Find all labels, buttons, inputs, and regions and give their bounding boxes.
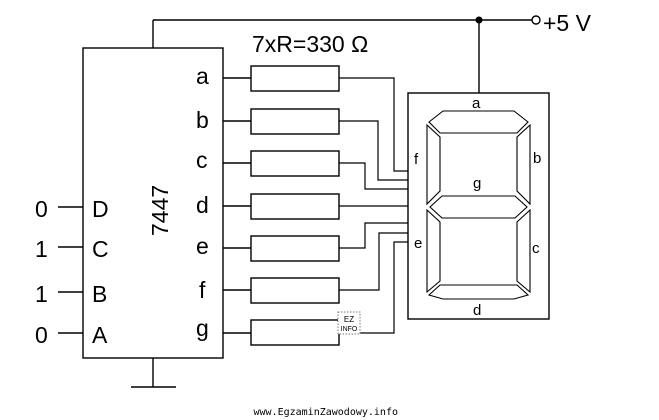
resistor-d [223, 193, 340, 220]
input-pin-d: D [92, 196, 109, 222]
output-pin-a: a [196, 63, 209, 89]
decoder-name: 7447 [147, 185, 173, 236]
supply-terminal [531, 15, 541, 25]
resistor-note: 7xR=330 Ω [252, 31, 368, 57]
svg-text:EZ: EZ [344, 315, 354, 324]
input-pin-a: A [92, 322, 108, 348]
output-pin-e: e [196, 233, 209, 259]
resistor-b [223, 108, 340, 135]
segment-label-a: a [472, 95, 481, 112]
segment-b [516, 123, 531, 206]
resistor-g [223, 319, 340, 346]
input-value-a: 0 [35, 322, 48, 348]
segment-d [427, 284, 530, 300]
segment-label-g: g [473, 175, 481, 192]
input-pin-c: C [92, 236, 109, 262]
segment-label-c: c [532, 240, 540, 257]
output-pin-b: b [196, 107, 209, 133]
decoder-ic: 7447 0 1 1 0 D C B A a b c d e f g [35, 47, 224, 388]
output-pin-c: c [196, 147, 208, 173]
resistor-bank [223, 65, 340, 346]
watermark: www.EgzaminZawodowy.info [254, 407, 399, 418]
segment-e [426, 208, 441, 294]
ez-info-logo: EZ INFO [337, 311, 361, 335]
segment-f [426, 123, 441, 206]
resistor-a [223, 65, 340, 92]
supply-label: +5 V [543, 10, 592, 36]
input-pin-b: B [92, 281, 107, 307]
segment-label-f: f [414, 151, 419, 168]
segment-g [429, 195, 528, 219]
display-wiring [339, 77, 408, 334]
segment-label-e: e [414, 235, 422, 252]
resistor-c [223, 150, 340, 177]
segment-label-d: d [473, 302, 481, 319]
output-pin-d: d [196, 192, 209, 218]
output-pin-g: g [196, 315, 209, 341]
resistor-e [223, 235, 340, 262]
supply-rail: +5 V [152, 10, 592, 93]
resistor-f [223, 277, 340, 304]
input-value-c: 1 [35, 236, 48, 262]
input-value-b: 1 [35, 281, 48, 307]
segment-a [428, 110, 529, 134]
segment-label-b: b [533, 150, 541, 167]
output-pin-f: f [199, 277, 206, 303]
input-value-d: 0 [35, 196, 48, 222]
segment-c [516, 208, 531, 294]
svg-text:INFO: INFO [341, 326, 358, 333]
seven-segment-display: a b c d e f g [407, 92, 550, 320]
